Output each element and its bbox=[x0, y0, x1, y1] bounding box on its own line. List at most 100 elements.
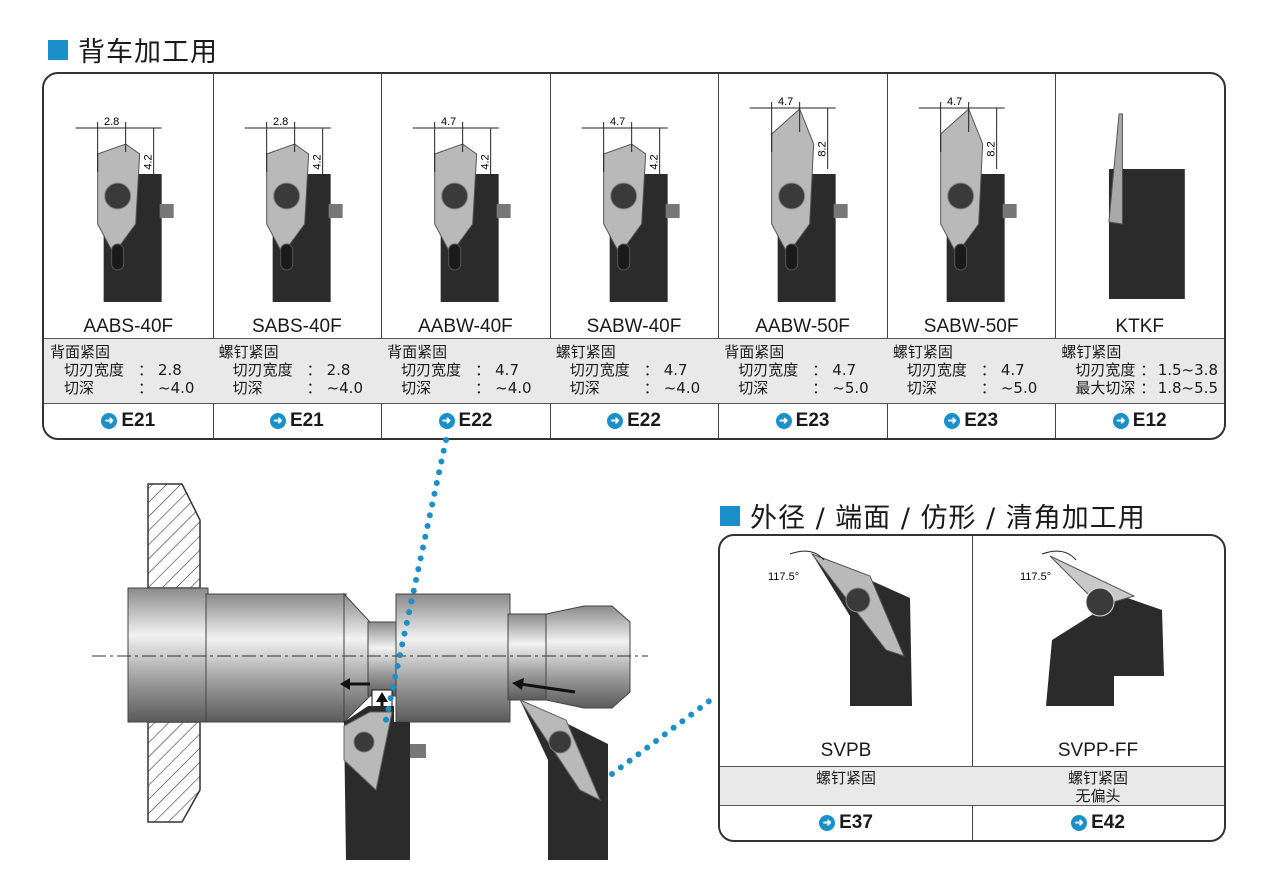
page-reference-link[interactable]: ➜E23 bbox=[887, 408, 1056, 434]
tool-drawing: 117.5° bbox=[1020, 550, 1164, 706]
clamp-type-label: 螺钉紧固 bbox=[1067, 769, 1128, 787]
section-title-text: 外径 / 端面 / 仿形 / 清角加工用 bbox=[750, 503, 1146, 534]
spec-row: 切深：~4.0 bbox=[387, 379, 544, 397]
cut-depth-label: 8.2 bbox=[986, 141, 998, 156]
section-marker-icon bbox=[720, 505, 740, 526]
spec-value: 2.8 bbox=[326, 361, 351, 379]
tool-image: 4.7 8.2 bbox=[887, 74, 1056, 318]
back-turning-tool bbox=[343, 706, 426, 860]
spec-key: 切深 bbox=[401, 379, 432, 397]
tool-drawing: 4.74.2 bbox=[581, 116, 680, 302]
page-reference-link[interactable]: ➜E21 bbox=[213, 408, 382, 434]
spec-value: 4.7 bbox=[832, 361, 857, 379]
tool-model-name: AABS-40F bbox=[83, 316, 174, 337]
spec-row: 切刃宽度：4.7 bbox=[724, 361, 881, 379]
spec-row: 切深：~4.0 bbox=[50, 379, 207, 397]
clamp-type-label: 螺钉紧固 bbox=[815, 769, 876, 787]
spec-row: 切深：~4.0 bbox=[219, 379, 376, 397]
section-marker-icon bbox=[48, 39, 68, 60]
spec-colon: ： bbox=[980, 361, 996, 379]
page-reference-link[interactable]: ➜E22 bbox=[381, 408, 550, 434]
page-reference-text: E23 bbox=[964, 410, 999, 431]
page-reference-link[interactable]: ➜E42 bbox=[972, 810, 1224, 836]
arrow-right-icon: ➜ bbox=[944, 413, 961, 429]
cut-depth-label: 4.2 bbox=[143, 154, 155, 169]
tool-spec-box: 螺钉紧固无偏头 bbox=[972, 766, 1224, 806]
cut-depth-label: 4.2 bbox=[648, 154, 660, 169]
cut-depth-label: 8.2 bbox=[817, 141, 829, 156]
spec-colon: ： bbox=[475, 361, 491, 379]
page-reference-text: E12 bbox=[1132, 410, 1167, 431]
cut-width-label: 2.8 bbox=[273, 116, 288, 128]
tool-model-name: AABW-40F bbox=[418, 316, 513, 337]
page-reference-text: E42 bbox=[1091, 812, 1125, 833]
spec-value: 2.8 bbox=[158, 361, 182, 379]
spec-colon: ： bbox=[1140, 361, 1156, 379]
spec-colon: ： bbox=[138, 361, 154, 379]
arrow-right-icon: ➜ bbox=[269, 413, 286, 429]
cut-depth-label: 4.2 bbox=[311, 154, 323, 169]
page-reference-link[interactable]: ➜E21 bbox=[44, 408, 213, 434]
spec-key: 切刃宽度 bbox=[401, 361, 462, 379]
cut-width-label: 4.7 bbox=[947, 96, 962, 108]
page-reference-link[interactable]: ➜E37 bbox=[720, 810, 972, 836]
cut-depth-label: 4.2 bbox=[480, 154, 492, 169]
arrow-right-icon: ➜ bbox=[438, 413, 455, 429]
tool-drawing: 2.84.2 bbox=[75, 116, 174, 302]
spec-colon: ： bbox=[980, 379, 996, 397]
page-reference-text: E22 bbox=[458, 410, 493, 431]
spec-row: 切刃宽度：2.8 bbox=[219, 361, 376, 379]
spec-key: 切刃宽度 bbox=[738, 361, 799, 379]
clamp-type-label: 螺钉紧固 bbox=[218, 343, 279, 361]
spec-row: 切深：~4.0 bbox=[556, 379, 713, 397]
page-reference-text: E21 bbox=[289, 410, 324, 431]
spec-row: 最大切深：1.8~5.5 bbox=[1061, 379, 1218, 397]
page-reference-link[interactable]: ➜E22 bbox=[550, 408, 719, 434]
arrow-right-icon: ➜ bbox=[607, 413, 624, 429]
spec-key: 切刃宽度 bbox=[569, 361, 630, 379]
angle-label: 117.5° bbox=[768, 571, 799, 583]
page-reference-text: E37 bbox=[839, 812, 873, 833]
page-reference-text: E23 bbox=[795, 410, 830, 431]
clamp-type-label: 背面紧固 bbox=[387, 343, 448, 361]
page-reference-text: E22 bbox=[627, 410, 661, 431]
spec-row: 切刃宽度 ：2.8 bbox=[50, 361, 207, 379]
spec-key: 切深 bbox=[738, 379, 769, 397]
clamp-type-label: 螺钉紧固 bbox=[555, 343, 616, 361]
arrow-right-icon: ➜ bbox=[101, 413, 118, 429]
tool-drawing bbox=[1108, 113, 1186, 299]
tool-drawing: 4.7 8.2 bbox=[749, 96, 848, 302]
spec-value: 4.7 bbox=[663, 361, 688, 379]
tool-drawing: 4.74.2 bbox=[412, 116, 511, 302]
arrow-right-icon: ➜ bbox=[819, 815, 836, 831]
spec-key: 切刃宽度 bbox=[64, 361, 125, 379]
spec-key: 切深 bbox=[569, 379, 600, 397]
workpiece-shaft bbox=[92, 587, 648, 724]
cut-width-label: 4.7 bbox=[778, 96, 793, 108]
tool-model-name: SVPB bbox=[820, 740, 872, 761]
spec-colon: ： bbox=[1140, 379, 1156, 397]
page-reference-link[interactable]: ➜E23 bbox=[718, 408, 887, 434]
spec-value: 1.5~3.8 bbox=[1157, 361, 1218, 379]
tool-image: 117.5° bbox=[972, 536, 1224, 740]
tool-drawing: 4.7 8.2 bbox=[918, 96, 1017, 302]
spec-value: ~5.0 bbox=[1000, 379, 1038, 397]
tool-spec-box: 螺钉紧固 bbox=[720, 766, 972, 806]
page-reference-link[interactable]: ➜E12 bbox=[1055, 408, 1224, 434]
section-title-outer: 外径 / 端面 / 仿形 / 清角加工用 bbox=[720, 496, 1146, 535]
tool-column: 117.5° SVPB 螺钉紧固 ➜E37 bbox=[720, 536, 973, 840]
clamp-type-label: 背面紧固 bbox=[724, 343, 785, 361]
